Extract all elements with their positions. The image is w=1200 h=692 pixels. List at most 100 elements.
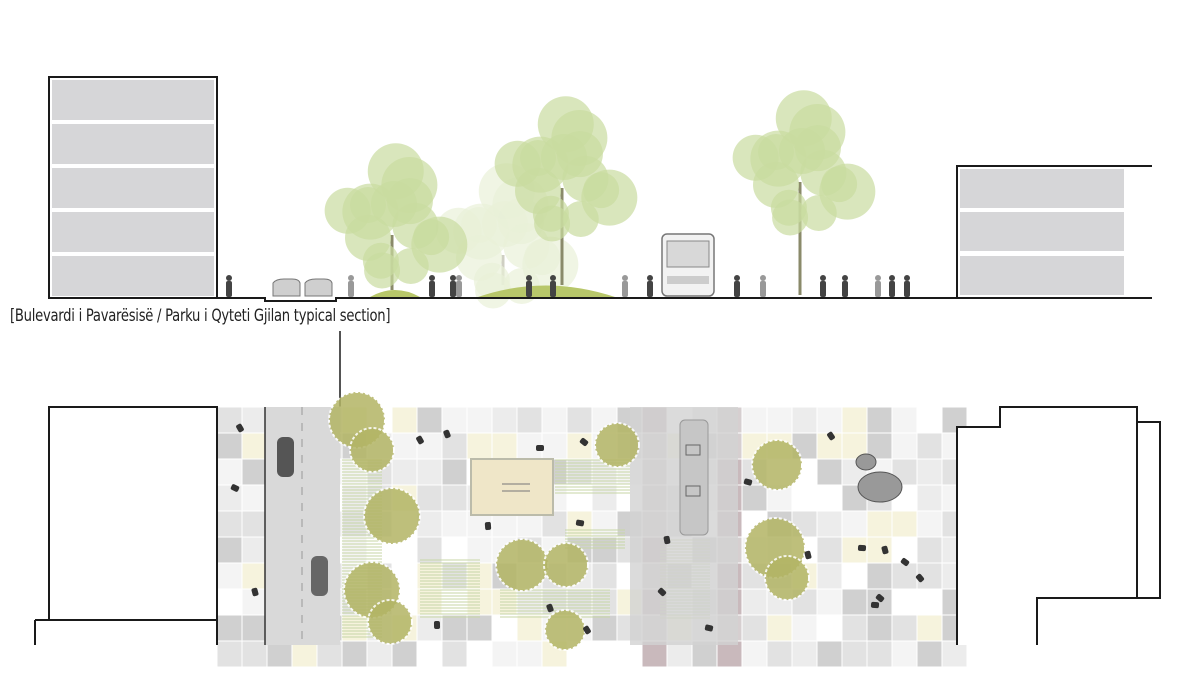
floor-panel [960, 169, 1124, 208]
paving-tile [916, 406, 943, 434]
paving-tile [566, 406, 593, 434]
person-figure [734, 275, 740, 297]
paving-tile [866, 510, 893, 538]
paving-tile [591, 614, 618, 642]
paving-tile [891, 432, 918, 460]
paving-tile [241, 432, 268, 460]
person-body [450, 281, 456, 297]
paving-tile [216, 562, 243, 590]
person-head [889, 275, 895, 281]
paving-tile [891, 640, 918, 668]
tree-canopy [540, 134, 587, 181]
paving-tile [441, 458, 468, 486]
person-figure [550, 275, 556, 297]
planted-mound [370, 290, 420, 297]
floor-panel [52, 212, 214, 252]
tree-canopy [435, 207, 482, 254]
paving-tile [566, 484, 593, 512]
person-figure [456, 275, 462, 297]
tree-canopy [370, 181, 417, 228]
person-figure [348, 275, 354, 297]
paving-tile [816, 510, 843, 538]
left-building-section [48, 76, 218, 299]
paving-tile [841, 588, 868, 616]
person-plan [704, 624, 714, 632]
paving-tile [216, 536, 243, 564]
paving-tile [866, 536, 893, 564]
paving-tile [241, 640, 268, 668]
paving-tile [741, 640, 768, 668]
paving-tile [216, 432, 243, 460]
car-section [272, 278, 333, 297]
paving-tile [841, 614, 868, 642]
person-plan [915, 573, 925, 583]
paving-tile [841, 562, 868, 590]
paving-tile [416, 458, 443, 486]
planted-mound [478, 285, 615, 297]
person-head [647, 275, 653, 281]
paving-tile [416, 640, 443, 668]
paving-tile [916, 484, 943, 512]
person-head [760, 275, 766, 281]
paving-tile [391, 432, 418, 460]
person-body [226, 281, 232, 297]
paving-tile [416, 406, 443, 434]
paving-tile [916, 510, 943, 538]
person-body [622, 281, 628, 297]
paving-tile [466, 432, 493, 460]
paving-tile [816, 562, 843, 590]
paving-tile [241, 484, 268, 512]
paving-tile [241, 536, 268, 564]
paving-tile [341, 640, 368, 668]
paving-tile [816, 588, 843, 616]
paving-tile [816, 458, 843, 486]
paving-tile [216, 458, 243, 486]
tree-canopy [562, 200, 599, 237]
ground-line [48, 297, 1152, 302]
person-plan [230, 484, 240, 492]
person-plan [236, 423, 244, 433]
paving-tile [816, 484, 843, 512]
paving-tile [441, 640, 468, 668]
paving-tile [891, 510, 918, 538]
person-plan [743, 478, 753, 486]
paving-tile [241, 458, 268, 486]
paving-tile [941, 640, 968, 668]
paving-tile [866, 640, 893, 668]
floor-panel [52, 80, 214, 120]
person-head [226, 275, 232, 281]
tree-canopy-plan [594, 422, 640, 468]
person-head [875, 275, 881, 281]
tree-canopy [475, 272, 512, 309]
person-head [456, 275, 462, 281]
tree-canopy [364, 252, 401, 289]
paving-tile [791, 406, 818, 434]
person-body [550, 281, 556, 297]
pavilion-plan [470, 458, 554, 516]
paving-tile [291, 640, 318, 668]
paving-tile [441, 562, 468, 590]
paving-tile [391, 406, 418, 434]
paving-tile [866, 588, 893, 616]
tree-canopy [453, 203, 510, 260]
paving-tile [491, 640, 518, 668]
person-body [526, 281, 532, 297]
person-plan [536, 445, 544, 451]
person-figure [875, 275, 881, 297]
paving-tile [591, 536, 618, 564]
paving-tile [916, 458, 943, 486]
paving-tile [491, 614, 518, 642]
paving-tile [441, 484, 468, 512]
paving-tile [891, 406, 918, 434]
person-head [734, 275, 740, 281]
road-plan [264, 407, 340, 645]
person-body [760, 281, 766, 297]
floor-panel [52, 256, 214, 296]
person-body [348, 281, 354, 297]
paving-tile [241, 510, 268, 538]
paving-tile [866, 406, 893, 434]
paving-tile [816, 640, 843, 668]
paving-tile [566, 432, 593, 460]
paving-tile [916, 614, 943, 642]
section-caption: [Bulevardi i Pavarësisë / Parku i Qyteti… [10, 306, 391, 326]
